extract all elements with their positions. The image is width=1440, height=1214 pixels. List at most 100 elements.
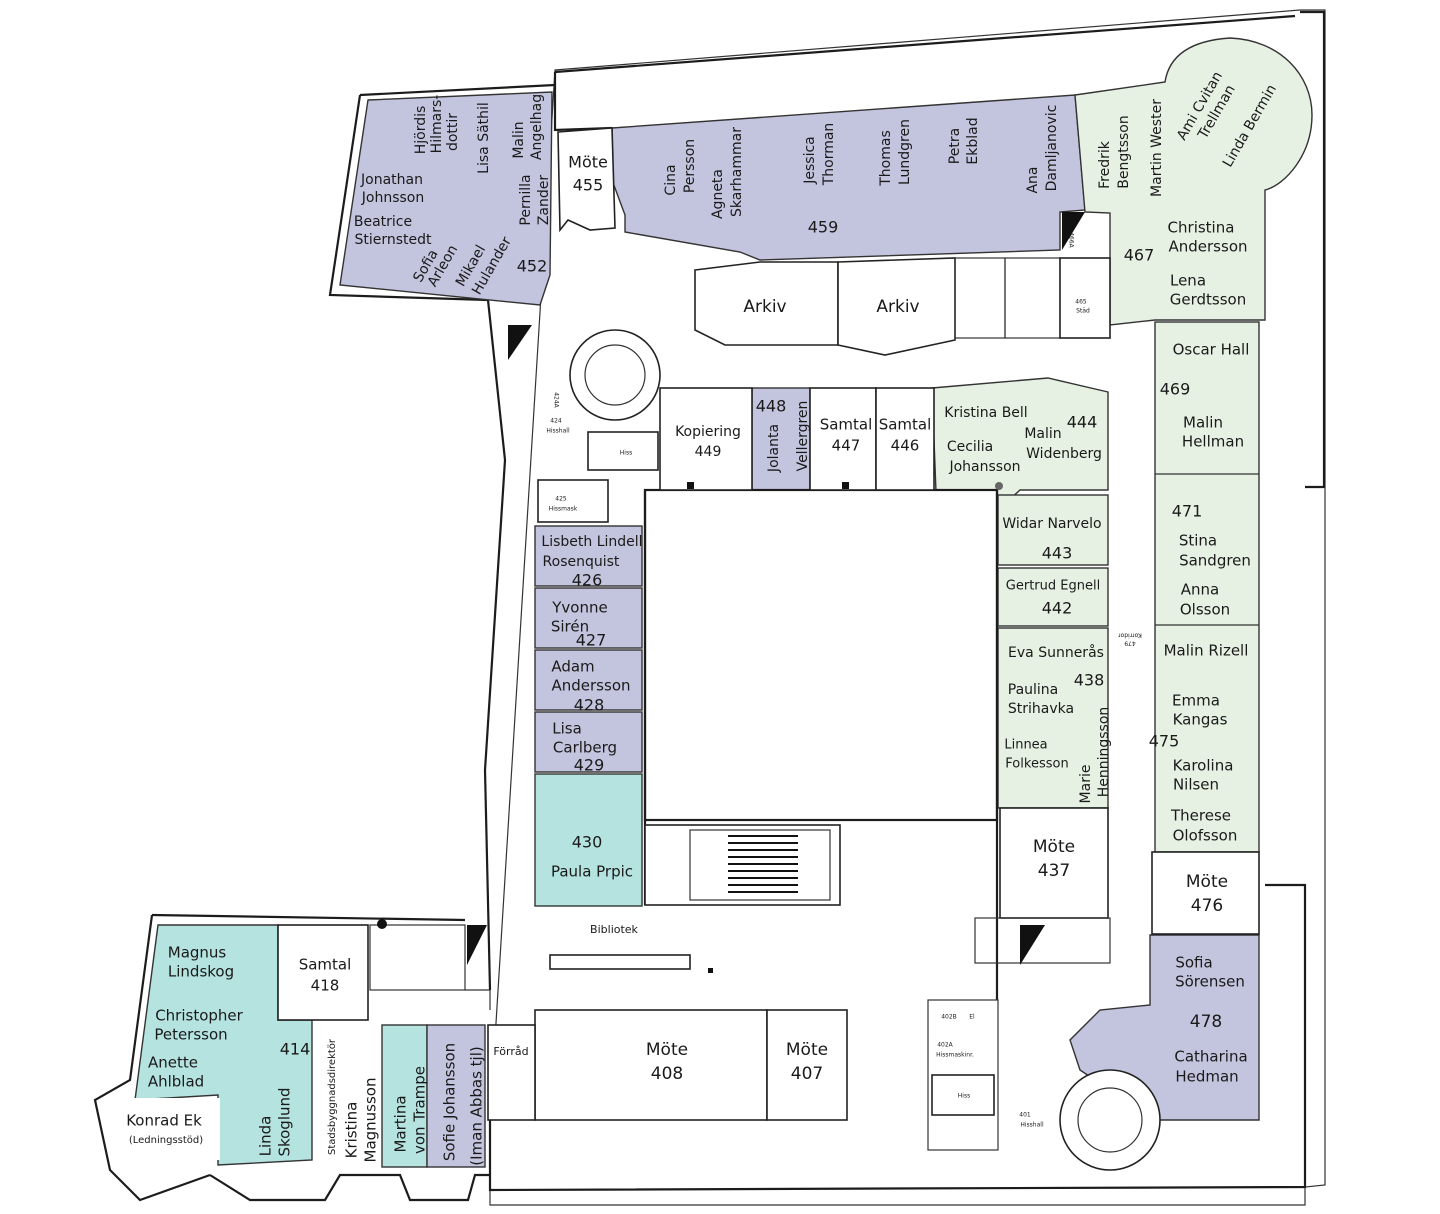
map-label: Martin Wester [1149, 99, 1165, 197]
map-label: 478 [1190, 1012, 1222, 1032]
map-label: von Trampe [411, 1066, 429, 1154]
map-label: El [969, 1014, 975, 1021]
map-label: 452 [517, 257, 548, 276]
map-label: Arkiv [743, 297, 786, 317]
map-label: Henningsson [1096, 707, 1112, 798]
map-label: 479 [1124, 640, 1136, 647]
map-label: Strihavka [1008, 701, 1074, 717]
zone-430 [534, 773, 643, 907]
map-label: Linda [257, 1116, 275, 1157]
map-label: Olsson [1180, 601, 1230, 619]
map-label: 408 [651, 1064, 683, 1084]
stair-block [644, 824, 841, 906]
map-label: Lisa [552, 720, 582, 738]
map-label: Lena [1170, 272, 1206, 290]
map-label: Hilmars- [429, 95, 445, 154]
map-label: 402A [937, 1042, 953, 1049]
map-label: Städ [1076, 308, 1090, 315]
map-label: Folkesson [1005, 757, 1068, 772]
map-label: Korridor [1118, 632, 1142, 639]
map-label: Gertrud Egnell [1006, 579, 1100, 594]
map-label: Hissmaskinr. [936, 1052, 974, 1059]
zone-sofie [426, 1024, 486, 1168]
map-label: 424A [553, 392, 560, 408]
map-label: Martina [392, 1095, 410, 1152]
map-label: 455 [573, 176, 604, 195]
map-label: 427 [576, 631, 607, 650]
map-label: Kopiering [675, 424, 741, 440]
map-label: Petra [947, 128, 963, 164]
map-label: 465 [1075, 299, 1087, 306]
map-label: Zander [536, 175, 552, 226]
rooms-south [277, 807, 1260, 1151]
map-label: Malin [1024, 426, 1061, 442]
map-label: Lundgren [897, 119, 913, 185]
zone-467 [1074, 37, 1313, 326]
map-label: Samtal [879, 416, 932, 434]
map-label: Emma [1172, 692, 1220, 710]
map-label: Thomas [878, 130, 894, 187]
map-label: Skoglund [276, 1087, 294, 1156]
map-label: 466A [1068, 232, 1075, 248]
map-label: Möte [1033, 837, 1075, 857]
map-label: 424 [550, 418, 562, 425]
map-label: Ahlblad [148, 1073, 204, 1091]
map-label: Nilsen [1173, 776, 1219, 794]
map-label: Sörensen [1175, 973, 1245, 991]
map-label: Sofie Johansson [441, 1043, 459, 1161]
map-label: 428 [574, 696, 605, 715]
map-label: Kangas [1173, 711, 1228, 729]
map-label: Hisshall [1020, 1122, 1044, 1129]
map-label: 443 [1042, 544, 1073, 563]
map-label: Kristina Bell [944, 405, 1027, 421]
map-label: Adam [551, 658, 594, 676]
map-label: 467 [1124, 246, 1155, 265]
map-label: Samtal [820, 416, 873, 434]
map-label: 448 [756, 397, 787, 416]
zone-452 [339, 91, 553, 306]
map-label: 425 [555, 496, 567, 503]
map-label: Christopher [155, 1007, 243, 1025]
map-label: Anette [148, 1054, 198, 1072]
map-label: 471 [1172, 502, 1203, 521]
map-label: 429 [574, 756, 605, 775]
map-label: 407 [791, 1064, 823, 1084]
map-label: Malin [1183, 414, 1223, 432]
map-label: 476 [1191, 896, 1223, 916]
map-label: 402B [941, 1014, 957, 1021]
map-label: Damljanovic [1044, 105, 1060, 192]
map-label: Beatrice [354, 214, 412, 230]
archive-rooms [694, 257, 1111, 356]
map-label: 414 [280, 1040, 311, 1059]
map-label: Gerdtsson [1170, 291, 1246, 309]
map-label: Fredrik [1097, 140, 1113, 189]
map-label: Bibliotek [590, 923, 639, 936]
map-label: 401 [1019, 1112, 1031, 1119]
map-label: 426 [572, 571, 603, 590]
map-label: Linnea [1004, 738, 1047, 753]
map-label: Samtal [299, 956, 352, 974]
spiral-stairs [569, 329, 1161, 1171]
map-label: Ekblad [965, 117, 981, 164]
map-label: Anna [1181, 581, 1219, 599]
map-label: 449 [695, 444, 722, 460]
map-label: 447 [832, 437, 861, 455]
map-label: Andersson [1169, 238, 1248, 256]
map-label: 475 [1149, 732, 1180, 751]
map-label: Eva Sunnerås [1008, 644, 1104, 661]
map-label: 418 [311, 977, 340, 995]
map-label: 459 [808, 218, 839, 237]
zone-443-442-438 [997, 494, 1109, 809]
map-label: Catharina [1174, 1048, 1247, 1066]
map-label: Hellman [1182, 433, 1244, 451]
zone-414 [115, 924, 313, 1166]
map-label: Agneta [710, 169, 726, 219]
map-label: Andersson [552, 677, 631, 695]
map-label: Christina [1168, 219, 1235, 237]
map-label: Sirén [551, 618, 589, 636]
map-label: Jessica [802, 136, 818, 185]
map-label: Möte [1186, 872, 1228, 892]
map-label: Oscar Hall [1173, 341, 1250, 359]
